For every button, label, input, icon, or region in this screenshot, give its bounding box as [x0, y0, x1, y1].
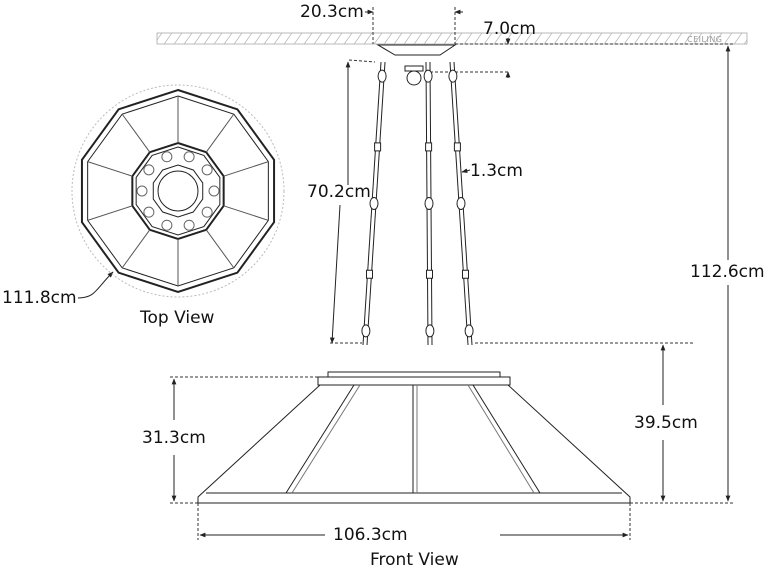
canopy-width-label: 20.3cm — [300, 2, 364, 22]
chain-hook — [464, 324, 474, 338]
top-view-label: Top View — [140, 308, 215, 328]
chain-link — [374, 142, 382, 152]
socket-circle — [143, 206, 155, 218]
decagon-frame — [80, 88, 276, 294]
canopy-height-label: 7.0cm — [483, 19, 536, 39]
chain-hook — [425, 324, 435, 338]
outline-circle — [71, 84, 285, 298]
chain-hook — [377, 69, 387, 83]
shade-rib — [121, 113, 151, 153]
shade-front — [197, 371, 631, 504]
chain-link — [462, 269, 469, 279]
socket-circle — [183, 219, 195, 231]
ceiling-label: CEILING — [687, 35, 723, 44]
chain-hook — [424, 197, 434, 210]
socket-circle — [201, 164, 213, 176]
ceiling — [156, 32, 748, 45]
socket-circle — [201, 206, 213, 218]
socket-circle — [161, 219, 173, 231]
chain-link — [366, 269, 373, 279]
shade-hook-height-label: 39.5cm — [634, 413, 698, 433]
socket-circle — [183, 151, 195, 163]
top-view-drawing — [71, 84, 285, 298]
chain-hook — [423, 69, 433, 83]
chain-length-label: 70.2cm — [307, 182, 371, 202]
shade-rib — [223, 205, 269, 221]
chain-link — [425, 142, 433, 152]
decagon-frame — [135, 146, 221, 236]
top-diameter-label: 111.8cm — [2, 288, 77, 308]
center-opening — [157, 170, 199, 212]
socket-circle — [136, 185, 148, 197]
shade-rib — [223, 161, 269, 177]
shade-rib — [121, 229, 151, 269]
chain-link — [426, 269, 433, 279]
shade-rib — [87, 161, 133, 177]
shade-rib — [87, 205, 133, 221]
chain-hook — [369, 197, 379, 210]
socket-circle — [143, 164, 155, 176]
shade-width-label: 106.3cm — [333, 525, 408, 545]
socket-circle — [208, 185, 220, 197]
canopy — [376, 44, 457, 86]
front-view-label: Front View — [370, 550, 459, 570]
shade-rib — [205, 113, 235, 153]
chain-link — [453, 142, 461, 152]
decagon-frame — [152, 164, 204, 218]
shade-height-label: 31.3cm — [142, 428, 206, 448]
shade-rib — [205, 229, 235, 269]
chain-hook — [456, 197, 466, 210]
chains — [361, 61, 474, 346]
decagon-frame — [131, 141, 225, 241]
chain-diameter-label: 1.3cm — [470, 161, 523, 181]
socket-circle — [161, 151, 173, 163]
chain-hook — [448, 69, 458, 83]
overall-height-label: 112.6cm — [690, 262, 764, 282]
chain-hook — [361, 324, 371, 338]
